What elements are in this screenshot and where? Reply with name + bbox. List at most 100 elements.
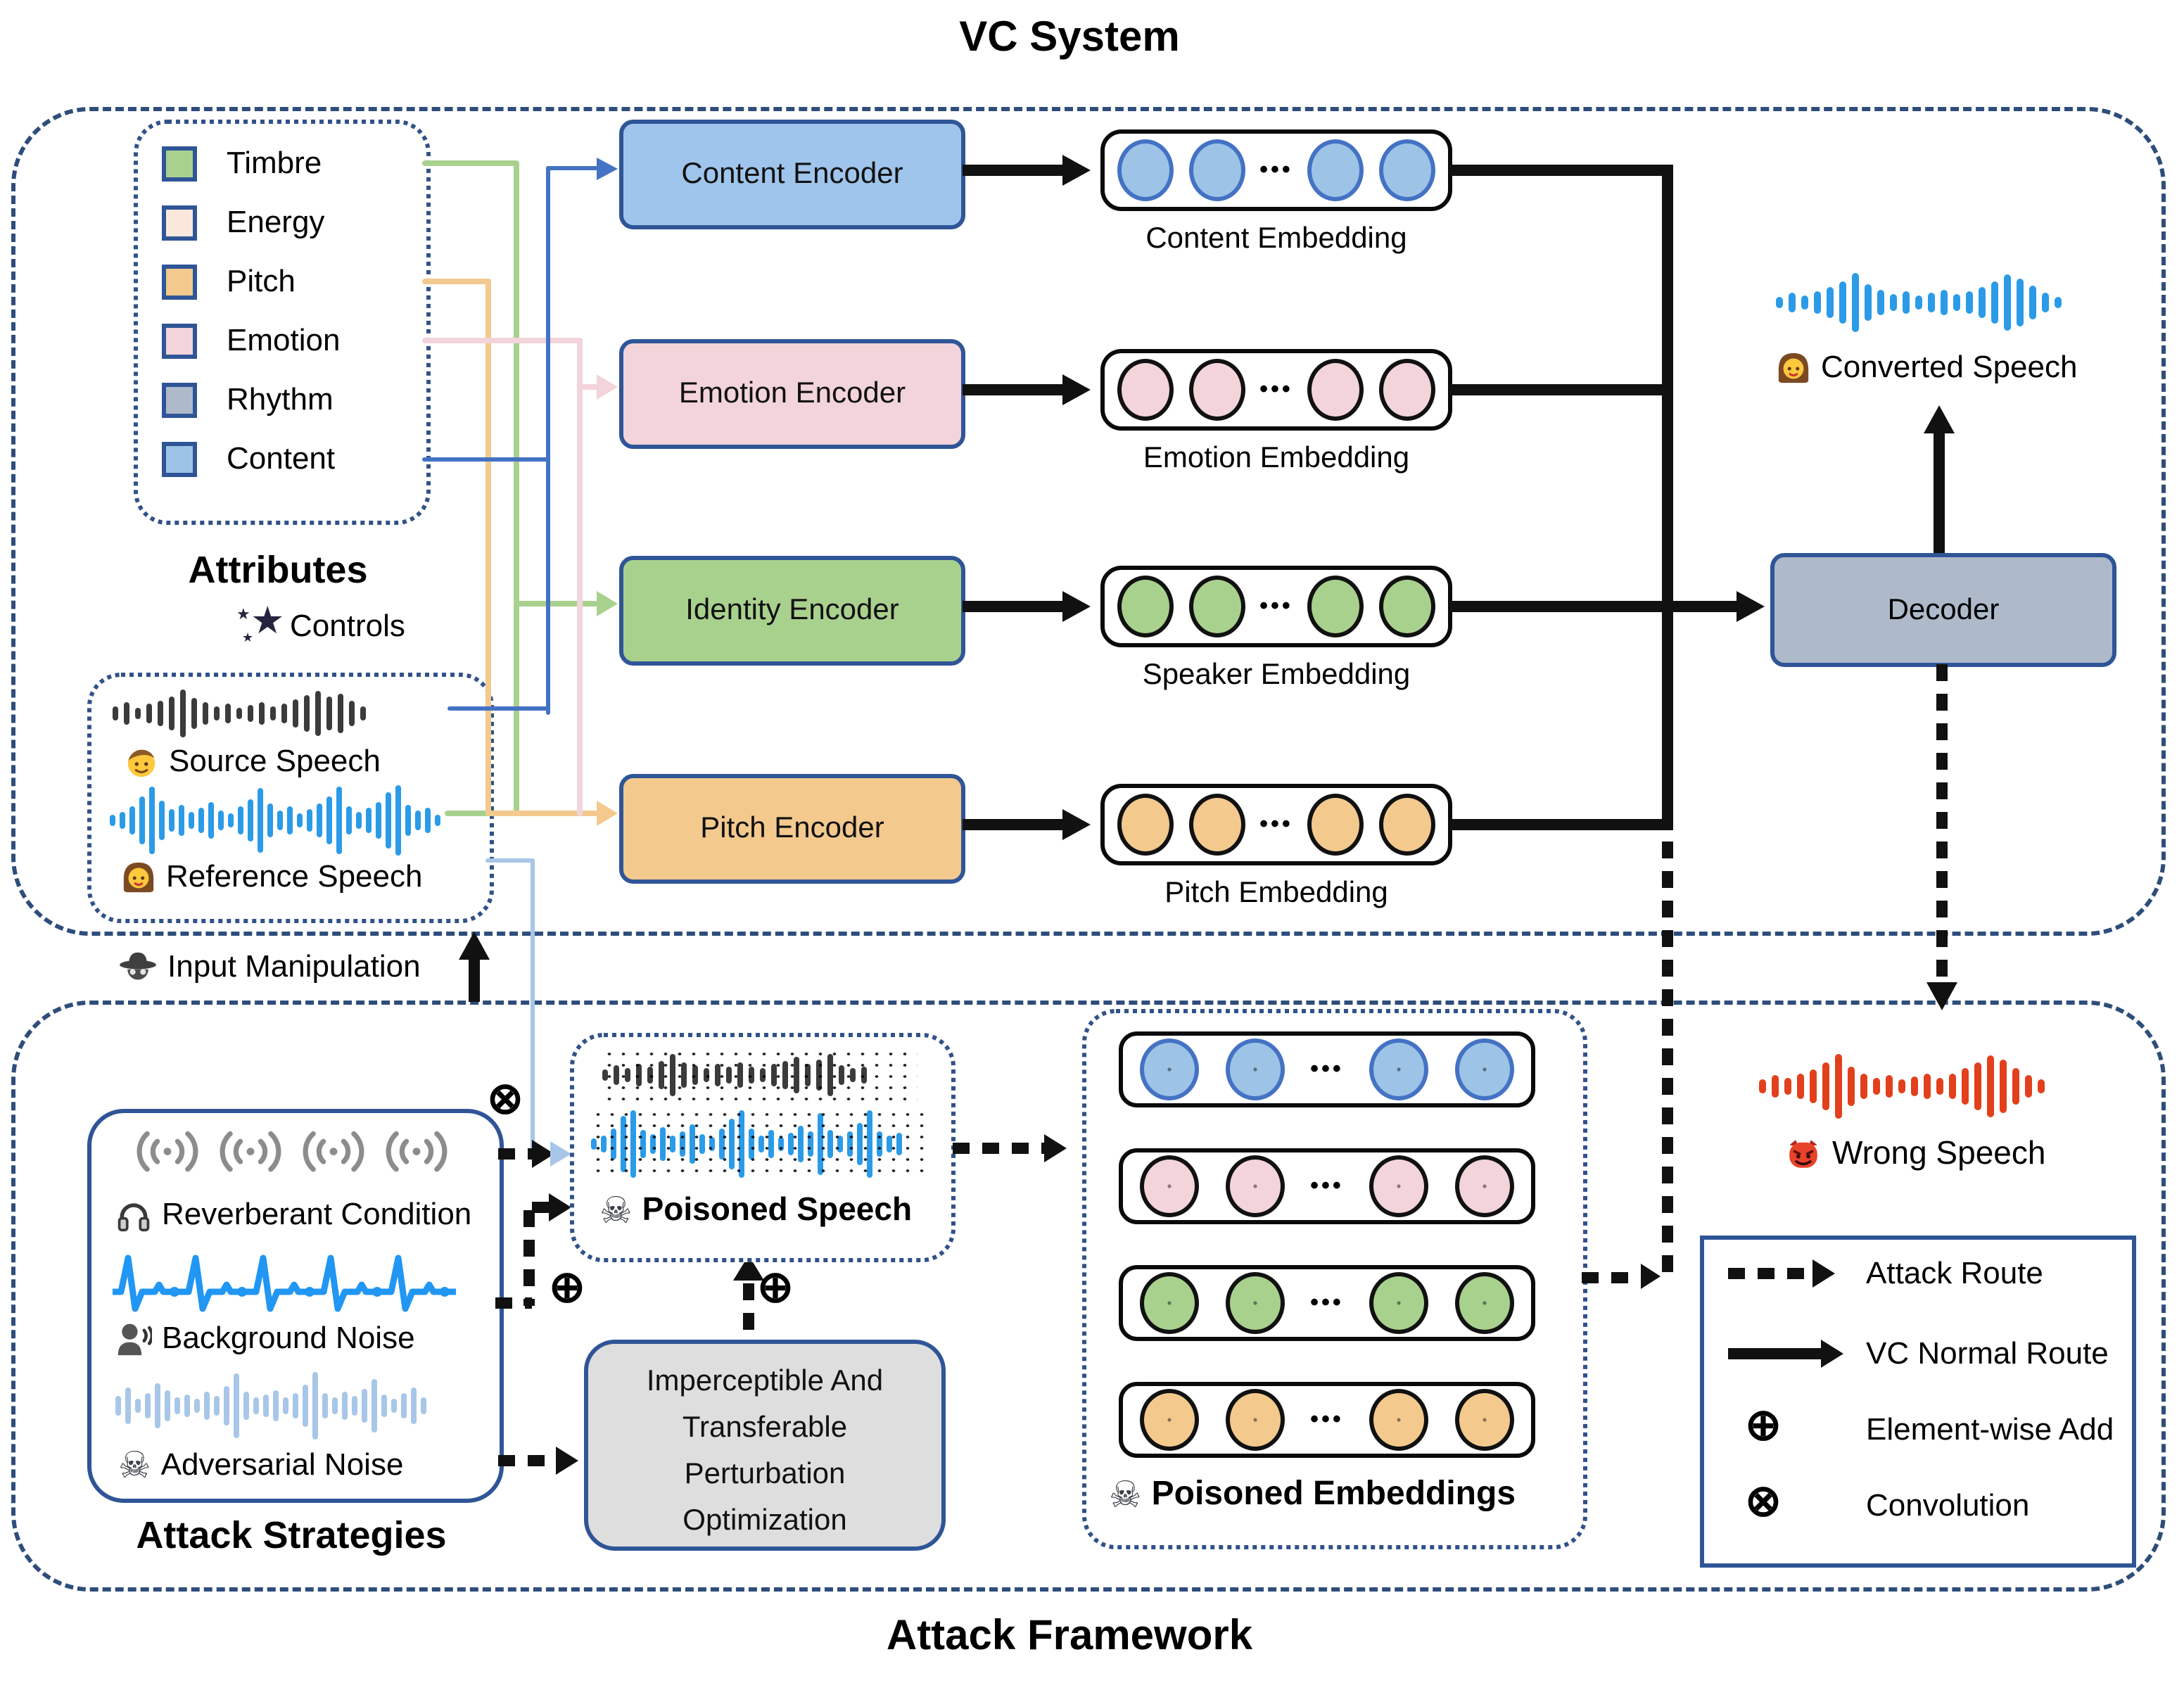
waveform-bar [1991, 281, 1998, 324]
waveform-bar [425, 808, 431, 833]
waveform-bar [827, 1054, 833, 1096]
wrong-waveform-icon [1759, 1050, 2085, 1123]
waveform-bar [225, 704, 231, 723]
poisoned-content-embedding-pill: ••• [1119, 1031, 1535, 1107]
embedding-circle [1378, 794, 1435, 856]
waveform-bar [1797, 1074, 1804, 1099]
waveform-bar [1784, 1078, 1791, 1095]
waveform-bar [135, 1399, 141, 1413]
source-speech-label: Source Speech [169, 743, 381, 778]
legend-solid-arrow-head [1821, 1340, 1843, 1368]
emotion-wire [422, 338, 583, 343]
waveform-bar [729, 1119, 735, 1169]
speaker-embedding-label: Speaker Embedding [1142, 659, 1411, 691]
waveform-bar [228, 813, 234, 827]
attack-route-arrow-head [1641, 1264, 1661, 1289]
waveform-bar [709, 1137, 715, 1151]
embedding-circle [1225, 1155, 1285, 1217]
waveform-bar [317, 804, 322, 837]
attack-route-decoder-line [1936, 664, 1948, 985]
waveform-bar [1789, 293, 1796, 312]
waveform-bar [1974, 1062, 1981, 1110]
waveform-bar [1827, 287, 1834, 318]
controls-label: Controls [290, 608, 405, 643]
waveform-bar [194, 1399, 200, 1413]
attribute-item-emotion: Emotion [138, 311, 426, 370]
waveform-bar [338, 694, 343, 733]
waveform-bar [760, 1068, 766, 1082]
reverberant-condition-row: Reverberant Condition [115, 1196, 471, 1233]
attack-route-arrow-head [1044, 1134, 1067, 1162]
decoder-output-arrow-shaft [1934, 433, 1945, 553]
waveform-bar [349, 701, 355, 726]
waveform-bar [248, 799, 253, 841]
waveform-bar [739, 1110, 744, 1178]
waveform-bar [737, 1062, 743, 1088]
waveform-bar [2004, 274, 2011, 331]
skull-icon: ☠ [1109, 1473, 1142, 1516]
poisoned-source-waveform-icon [602, 1048, 918, 1102]
vc-route-line [963, 384, 1064, 395]
embedding-circle [1307, 576, 1364, 637]
attribute-item-content: Content [138, 429, 426, 488]
embedding-circle [1188, 359, 1245, 421]
legend-dashed-arrow-head [1812, 1259, 1835, 1288]
embedding-ellipsis: ••• [1310, 1289, 1344, 1316]
waveform-bar [149, 787, 155, 854]
waveform-bar [1962, 1068, 1969, 1105]
waveform-bar [395, 785, 401, 856]
waveform-bar [1801, 296, 1808, 310]
embedding-circle [1140, 1039, 1199, 1100]
waveform-bar [283, 1397, 288, 1414]
attack-route-line [495, 1297, 532, 1309]
waveform-bar [204, 1392, 210, 1420]
embedding-circle [1225, 1039, 1285, 1100]
waveform-bar [601, 1136, 607, 1152]
reference-waveform-icon [110, 782, 467, 858]
embedding-ellipsis: ••• [1259, 811, 1293, 837]
poisoned-speech-label: Poisoned Speech [642, 1190, 913, 1227]
content-wire [546, 166, 598, 170]
waveform-bar [243, 1392, 249, 1420]
attribute-swatch [162, 382, 197, 417]
decoder-input-arrow-head [1737, 591, 1765, 622]
sound-wave-icon [136, 1131, 198, 1172]
timbre-wire [422, 160, 518, 166]
waveform-bar [1759, 1079, 1766, 1093]
waveform-bar [699, 1134, 705, 1154]
embedding-circle [1117, 794, 1174, 856]
decoder-output-arrow-head [1924, 405, 1955, 433]
waveform-bar [1949, 1074, 1956, 1099]
waveform-bar [1903, 291, 1910, 314]
element-wise-add-icon: ⊕ [757, 1262, 794, 1312]
attribute-swatch [162, 146, 197, 181]
speech-inputs-box [87, 673, 494, 923]
waveform-bar [850, 1068, 856, 1082]
waveform-bar [415, 811, 421, 830]
waveform-bar [621, 1116, 626, 1172]
legend-element-wise-add-label: Element-wise Add [1866, 1411, 2114, 1447]
waveform-bar [749, 1067, 754, 1084]
waveform-bar [184, 1395, 190, 1417]
attribute-label: Energy [227, 204, 325, 239]
waveform-bar [1941, 290, 1948, 315]
waveform-bar [421, 1397, 426, 1414]
waveform-bar [808, 1131, 813, 1157]
pitch-arrow-head [597, 801, 618, 826]
skull-icon: ☠ [118, 1444, 151, 1486]
waveform-bar [1898, 1079, 1905, 1093]
waveform-bar [1886, 1075, 1893, 1098]
waveform-bar [818, 1113, 823, 1175]
embedding-circle [1140, 1389, 1199, 1451]
waveform-bar [602, 1069, 608, 1081]
waveform-bar [1814, 291, 1821, 314]
waveform-bar [794, 1057, 799, 1093]
waveform-bar [259, 702, 265, 725]
waveform-bar [293, 699, 298, 728]
embedding-circle [1454, 1272, 1514, 1334]
content-wire [422, 457, 549, 462]
waveform-bar [704, 1068, 709, 1082]
waveform-bar [670, 1054, 675, 1096]
decoder-label: Decoder [1887, 593, 2000, 625]
